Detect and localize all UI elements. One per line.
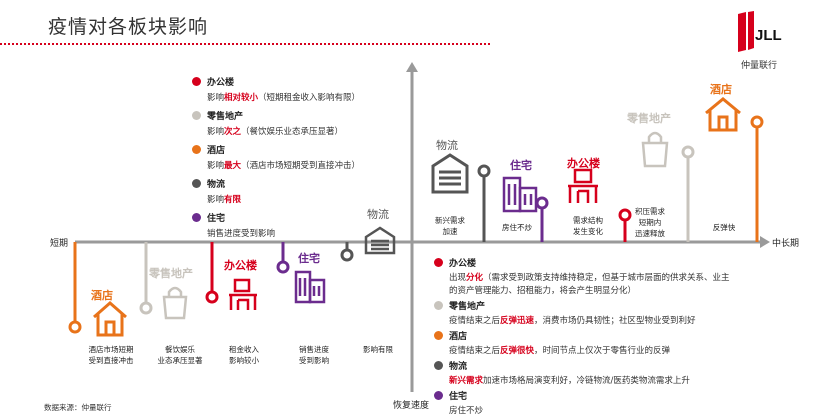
stem-office-short: [205, 242, 219, 304]
logistics-dot: [192, 179, 201, 188]
legend-desc: 影响最大（酒店市场短期受到直接冲击）: [207, 161, 361, 171]
legend-name: 零售地产: [449, 302, 486, 312]
stem-residential-short: [276, 242, 290, 274]
jll-logo: JLL: [738, 11, 782, 52]
office-dot: [192, 77, 201, 86]
legend-top-retail: 零售地产 影响次之（餐饮娱乐业态承压显著）: [192, 109, 360, 137]
legend-bottom-hotel: 酒店 疫情结束之后反弹很快，时间节点上仅次于零售行业的反弹: [434, 329, 730, 356]
legend-bottom-logistics: 物流 新兴需求加速市场格局演变利好，冷链物流/医药类物流需求上升: [434, 359, 730, 386]
legend-bottom-residential: 住宅 房住不炒: [434, 389, 730, 416]
hotel-caption-short: 酒店市场短期受到直接冲击: [88, 345, 134, 365]
retail-caption-short: 餐饮娱乐业态承压显著: [157, 345, 203, 365]
legend-bottom: 办公楼 出现分化（需求受到政策支持维持稳定，但基于城市层面的供求关系、业主 的资…: [434, 256, 730, 416]
legend-top-logistics: 物流 影响有限: [192, 177, 360, 205]
logo-text: JLL: [755, 27, 782, 44]
title-divider: [0, 43, 490, 45]
legend-bottom-office: 办公楼 出现分化（需求受到政策支持维持稳定，但基于城市层面的供求关系、业主 的资…: [434, 256, 730, 296]
stem-hotel-long: [750, 115, 764, 242]
logistics-caption-long: 新兴需求加速: [435, 216, 465, 236]
stem-retail-short: [139, 242, 153, 315]
logistics-dot: [434, 361, 443, 370]
logistics-label-short: 物流: [367, 208, 389, 221]
axis-label-speed: 恢复速度: [393, 401, 430, 411]
retail-caption-long: 反弹快: [712, 223, 736, 232]
hotel-dot: [434, 331, 443, 340]
logistics-caption-short: 影响有限: [363, 345, 393, 354]
legend-top: 办公楼 影响相对较小（短期租金收入影响有限） 零售地产 影响次之（餐饮娱乐业态承…: [192, 75, 360, 239]
legend-name: 物流: [449, 362, 468, 372]
office-dot: [434, 258, 443, 267]
residential-label-long: 住宅: [510, 159, 532, 172]
residential-label-short: 住宅: [298, 252, 320, 265]
legend-desc: 疫情结束之后反弹很快，时间节点上仅次于零售行业的反弹: [449, 346, 671, 356]
axis-arrow-up: [406, 62, 418, 72]
legend-name: 住宅: [449, 392, 468, 402]
legend-name: 物流: [207, 180, 226, 190]
residential-dot: [192, 213, 201, 222]
office-caption-short: 租金收入影响较小: [229, 345, 259, 365]
legend-desc: 影响相对较小（短期租金收入影响有限）: [207, 93, 361, 103]
shopping-bag-icon-large: [641, 131, 669, 168]
hotel-label-short: 酒店: [91, 289, 113, 302]
legend-name: 办公楼: [207, 78, 235, 88]
office-label-long: 办公楼: [567, 157, 600, 170]
legend-name: 办公楼: [449, 259, 477, 269]
axis-label-short: 短期: [50, 239, 69, 249]
legend-desc: 新兴需求加速市场格局演变利好，冷链物流/医药类物流需求上升: [449, 376, 690, 386]
legend-name: 住宅: [207, 214, 226, 224]
office-label-short: 办公楼: [224, 259, 257, 272]
office-caption-long: 需求结构发生变化: [573, 216, 603, 236]
legend-desc: 出现分化（需求受到政策支持维持稳定，但基于城市层面的供求关系、业主: [449, 273, 730, 283]
legend-top-office: 办公楼 影响相对较小（短期租金收入影响有限）: [192, 75, 360, 103]
logistics-label-long: 物流: [436, 139, 458, 152]
legend-bottom-retail: 零售地产 疫情结束之后反弹迅速，消费市场仍具韧性；社区型物业受到利好: [434, 299, 730, 326]
legend-name: 零售地产: [207, 112, 244, 122]
stem-logistics-short: [340, 242, 354, 262]
hotel-icon: [93, 301, 127, 337]
hotel-label-long: 酒店: [710, 83, 732, 96]
pent-up-demand-caption: 积压需求短期内迅速释放: [635, 207, 665, 238]
retail-label-long: 零售地产: [627, 112, 671, 125]
warehouse-icon: [364, 226, 396, 255]
hotel-icon-large: [705, 97, 741, 132]
stem-residential-long: [535, 196, 549, 242]
retail-dot: [192, 111, 201, 120]
retail-dot: [434, 301, 443, 310]
stem-retail-long: [681, 145, 695, 242]
logo-subtitle: 仲量联行: [741, 61, 778, 71]
stem-logistics-long: [477, 164, 491, 242]
shopping-bag-icon: [162, 286, 188, 320]
jll-logo-mark: [738, 11, 754, 52]
legend-desc: 房住不炒: [449, 406, 484, 416]
retail-label-short: 零售地产: [149, 267, 193, 280]
data-source: 数据来源：仲量联行: [44, 403, 112, 412]
legend-desc: 销售进度受到影响: [207, 229, 276, 239]
legend-top-residential: 住宅 销售进度受到影响: [192, 211, 360, 239]
stem-office-long: [618, 208, 632, 242]
legend-desc: 影响有限: [207, 195, 242, 205]
residential-dot: [434, 391, 443, 400]
legend-desc: 疫情结束之后反弹迅速，消费市场仍具韧性；社区型物业受到利好: [449, 316, 696, 326]
legend-name: 酒店: [449, 332, 468, 342]
office-desk-icon: [229, 278, 257, 310]
stem-hotel-short: [68, 242, 82, 334]
legend-top-hotel: 酒店 影响最大（酒店市场短期受到直接冲击）: [192, 143, 360, 171]
axis-arrow-right: [760, 236, 770, 248]
legend-name: 酒店: [207, 146, 226, 156]
residential-caption-long: 房住不炒: [502, 223, 532, 232]
legend-desc-2: 的资产管理能力、招租能力，将会产生明显分化）: [449, 286, 637, 296]
office-desk-icon-large: [568, 168, 598, 203]
axis-label-long: 中长期: [772, 239, 800, 249]
warehouse-icon-large: [431, 153, 469, 194]
residential-caption-short: 销售进度受到影响: [299, 345, 329, 365]
residential-building-icon-large: [502, 176, 538, 213]
hotel-dot: [192, 145, 201, 154]
residential-building-icon: [294, 270, 326, 304]
page-title: 疫情对各板块影响: [48, 16, 209, 38]
legend-desc: 影响次之（餐饮娱乐业态承压显著）: [207, 127, 344, 137]
